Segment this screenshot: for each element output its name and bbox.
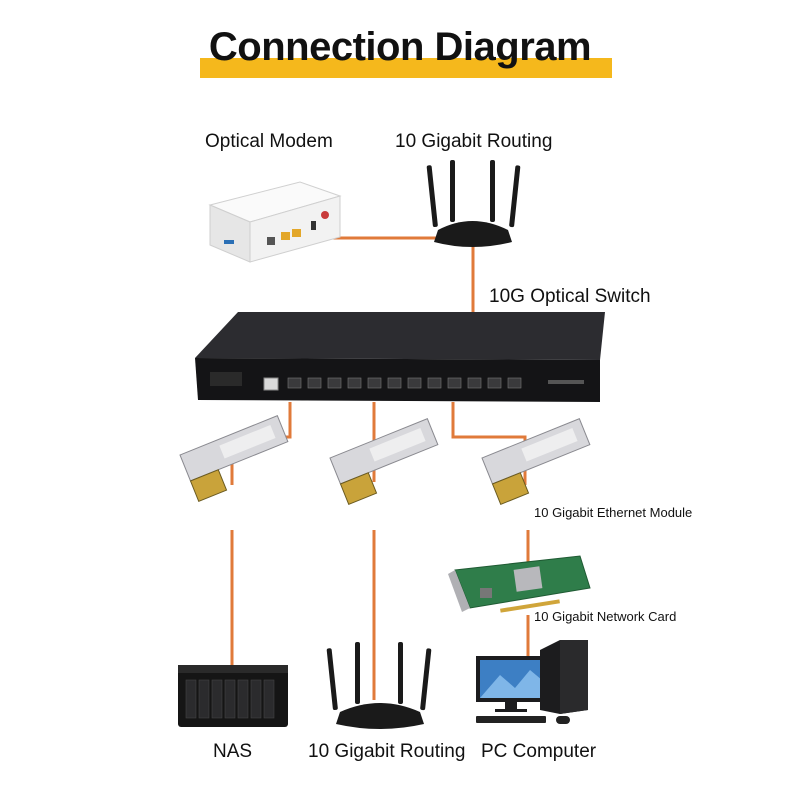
diagram-title: Connection Diagram — [208, 25, 592, 69]
label-switch: 10G Optical Switch — [489, 286, 651, 307]
label-pc: PC Computer — [481, 741, 597, 762]
label-optical-modem: Optical Modem — [205, 131, 333, 152]
bottom-router-device — [326, 642, 432, 729]
cables — [230, 236, 530, 700]
label-network-card: 10 Gigabit Network Card — [534, 609, 677, 624]
label-bottom-router: 10 Gigabit Routing — [308, 741, 466, 762]
sfp-module-right — [481, 418, 591, 506]
switch-device — [195, 312, 605, 402]
label-top-router: 10 Gigabit Routing — [395, 131, 553, 152]
title-block: Connection Diagram — [0, 18, 800, 78]
pc-device — [476, 640, 588, 724]
title-highlight — [200, 58, 612, 78]
sfp-module-left — [179, 415, 289, 503]
optical-modem-device — [208, 181, 342, 263]
label-ethernet-module: 10 Gigabit Ethernet Module — [534, 505, 693, 520]
top-router-device — [426, 160, 521, 247]
label-nas: NAS — [213, 741, 253, 762]
nas-device — [178, 665, 288, 727]
network-card-device — [448, 555, 591, 613]
sfp-module-center — [329, 418, 439, 506]
